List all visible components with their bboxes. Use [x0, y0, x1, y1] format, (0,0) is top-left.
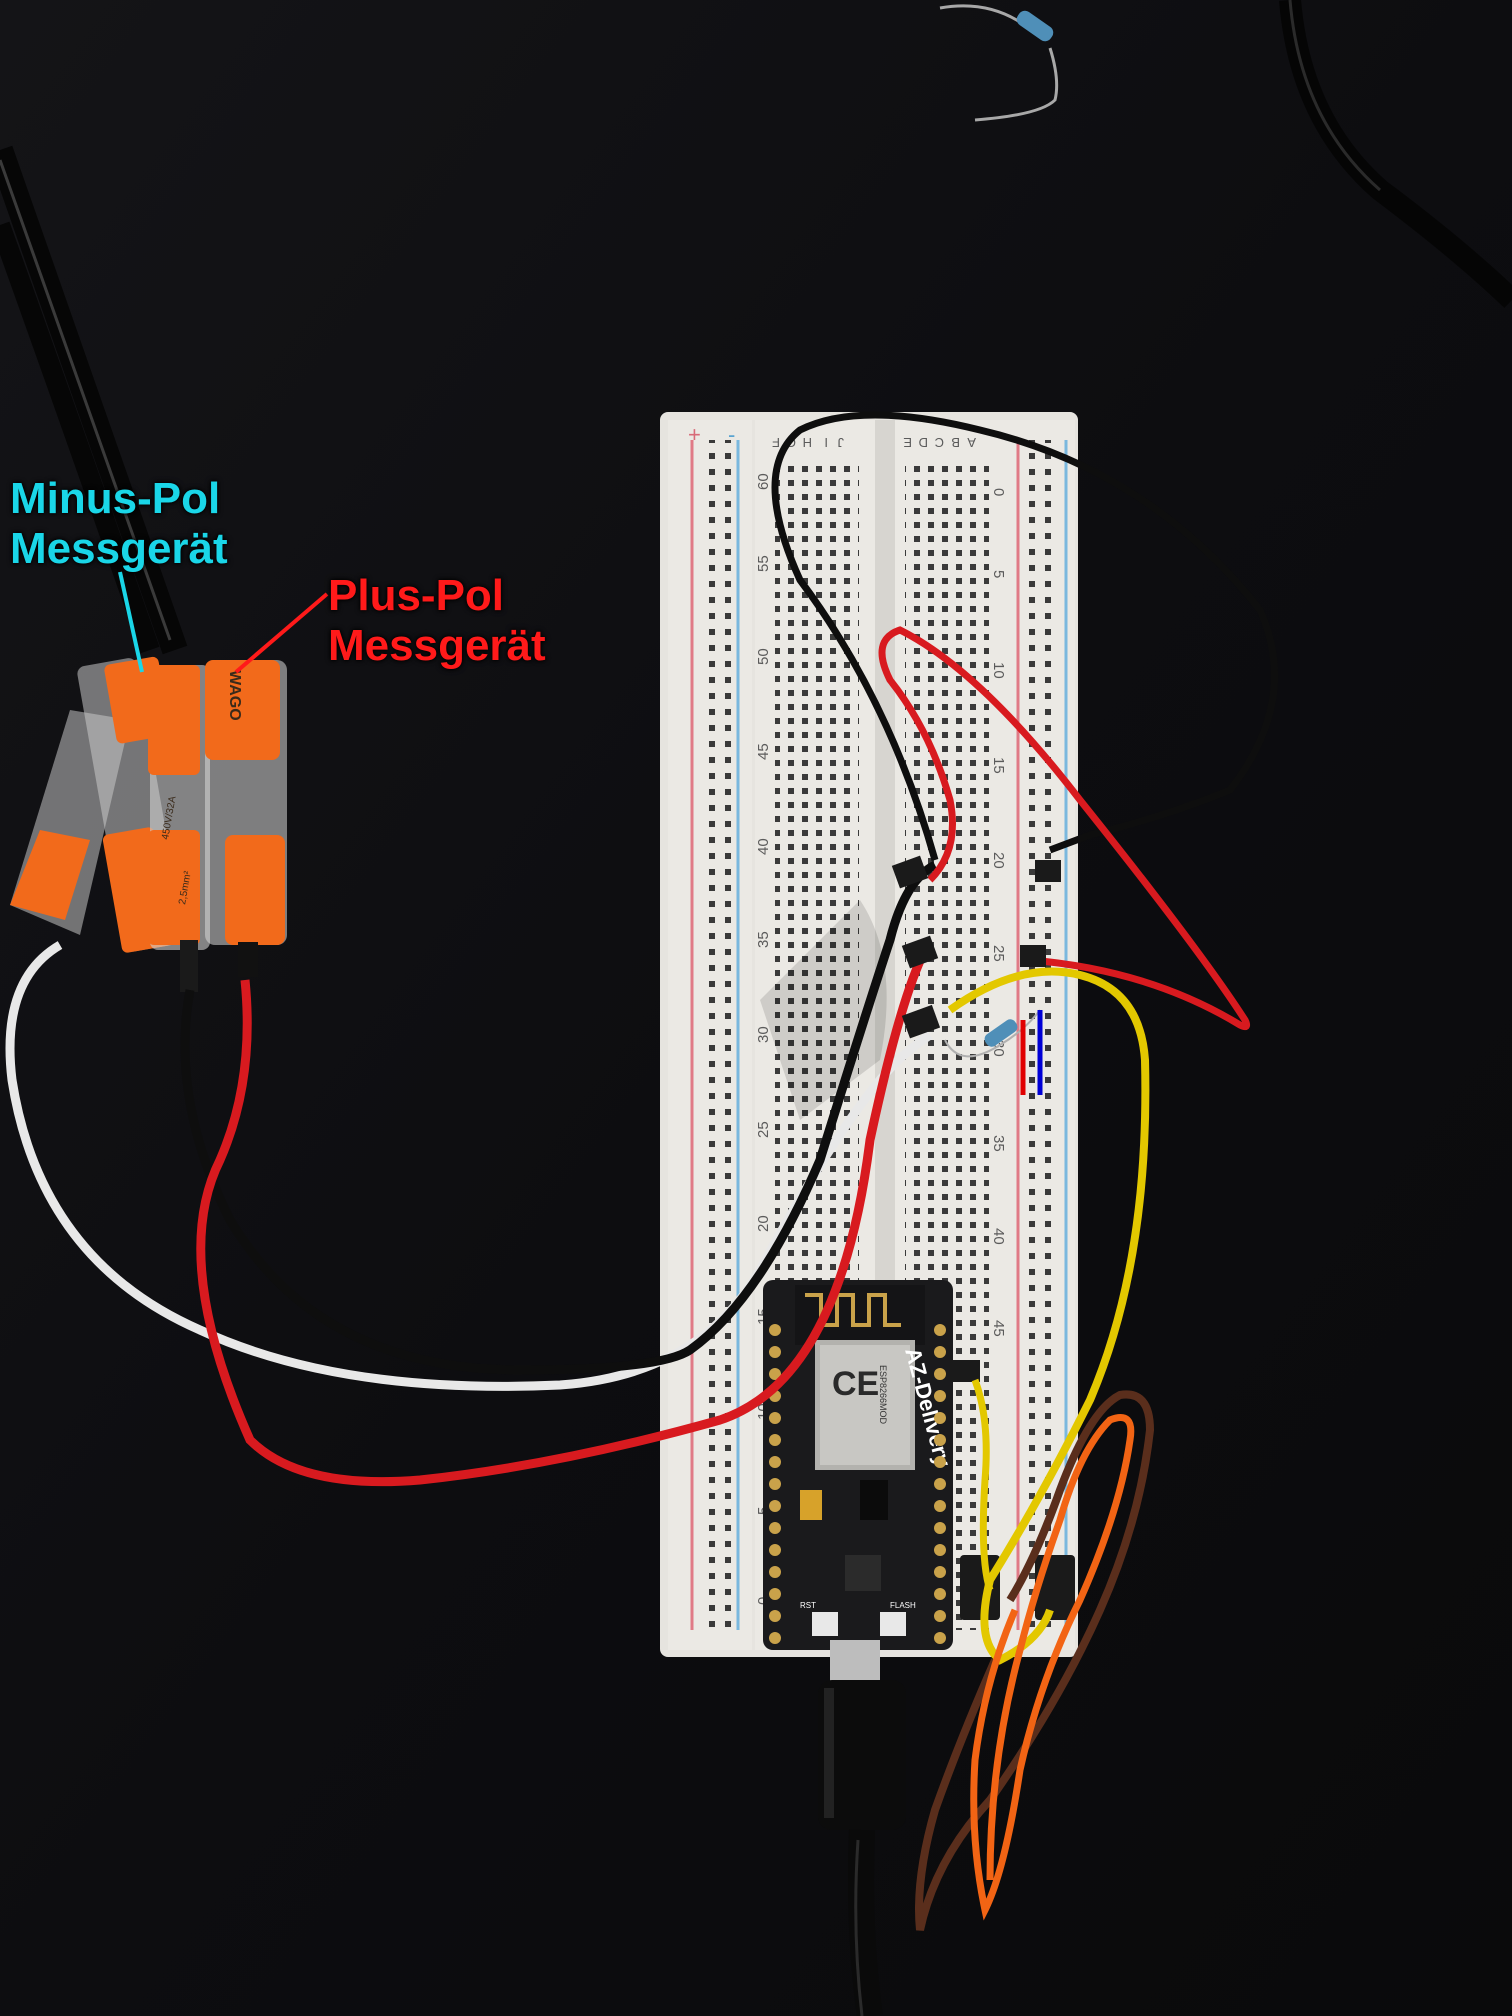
plus-pointer-line — [234, 592, 329, 674]
loose-resistor — [939, 4, 1059, 122]
svg-text:D: D — [919, 435, 928, 450]
wire-yellow — [947, 967, 1150, 1665]
rst-label: RST — [800, 1601, 816, 1610]
svg-text:25: 25 — [990, 945, 1007, 962]
svg-text:H: H — [803, 435, 812, 450]
black-cable-top-left — [0, 145, 188, 655]
resistor — [944, 1009, 1041, 1058]
svg-text:45: 45 — [990, 1320, 1007, 1337]
svg-text:F: F — [772, 435, 780, 450]
svg-text:5: 5 — [990, 570, 1007, 578]
svg-text:40: 40 — [755, 838, 772, 855]
svg-text:40: 40 — [990, 1228, 1007, 1245]
svg-text:55: 55 — [755, 555, 772, 572]
svg-text:50: 50 — [755, 648, 772, 665]
svg-text:20: 20 — [990, 852, 1007, 869]
esp8266-board: CE AZ-Delivery ESP8266MOD RST FLASH — [763, 1280, 956, 1650]
svg-text:A: A — [967, 435, 976, 450]
minus-pointer-line — [118, 571, 144, 673]
svg-text:30: 30 — [755, 1026, 772, 1043]
wire-white — [5, 941, 933, 1391]
svg-text:J: J — [838, 435, 845, 450]
svg-text:35: 35 — [755, 931, 772, 948]
svg-text:35: 35 — [990, 1135, 1007, 1152]
wire-brown — [915, 1390, 1155, 1931]
wire-red-loop — [878, 626, 1251, 1031]
svg-text:I: I — [824, 435, 828, 450]
svg-text:C: C — [935, 435, 944, 450]
svg-text:10: 10 — [990, 662, 1007, 679]
wago-connectors: WAGO 450V/32A 2,5mm² — [10, 656, 287, 992]
plus-pole-line1: Plus-Pol — [328, 571, 505, 620]
shadow — [760, 900, 887, 1120]
svg-text:15: 15 — [990, 757, 1007, 774]
wire-yellow-short — [971, 1378, 994, 1592]
module-label: ESP8266MOD — [878, 1365, 888, 1425]
minus-pole-annotation: Minus-Pol Messgerät — [10, 474, 228, 574]
svg-text:60: 60 — [755, 473, 772, 490]
rail-minus-label: - — [728, 422, 735, 447]
svg-text:45: 45 — [755, 743, 772, 760]
svg-text:B: B — [951, 435, 960, 450]
wire-orange — [970, 1414, 1135, 1921]
svg-text:E: E — [903, 435, 912, 450]
svg-text:0: 0 — [990, 488, 1007, 496]
ce-mark: CE — [832, 1365, 879, 1403]
wago-brand: WAGO — [226, 670, 243, 721]
wire-black-long — [180, 860, 938, 1375]
plus-pole-line2: Messgerät — [328, 621, 546, 670]
usb-cable — [818, 1640, 906, 2016]
plus-pole-annotation: Plus-Pol Messgerät — [328, 571, 546, 671]
wire-red-long — [196, 947, 930, 1487]
svg-text:25: 25 — [755, 1121, 772, 1138]
svg-text:20: 20 — [755, 1215, 772, 1232]
minus-pole-line1: Minus-Pol — [10, 474, 221, 523]
rail-plus-label: + — [688, 422, 701, 447]
flash-label: FLASH — [890, 1601, 916, 1610]
minus-pole-line2: Messgerät — [10, 524, 228, 573]
wire-black-loop — [771, 411, 1278, 861]
